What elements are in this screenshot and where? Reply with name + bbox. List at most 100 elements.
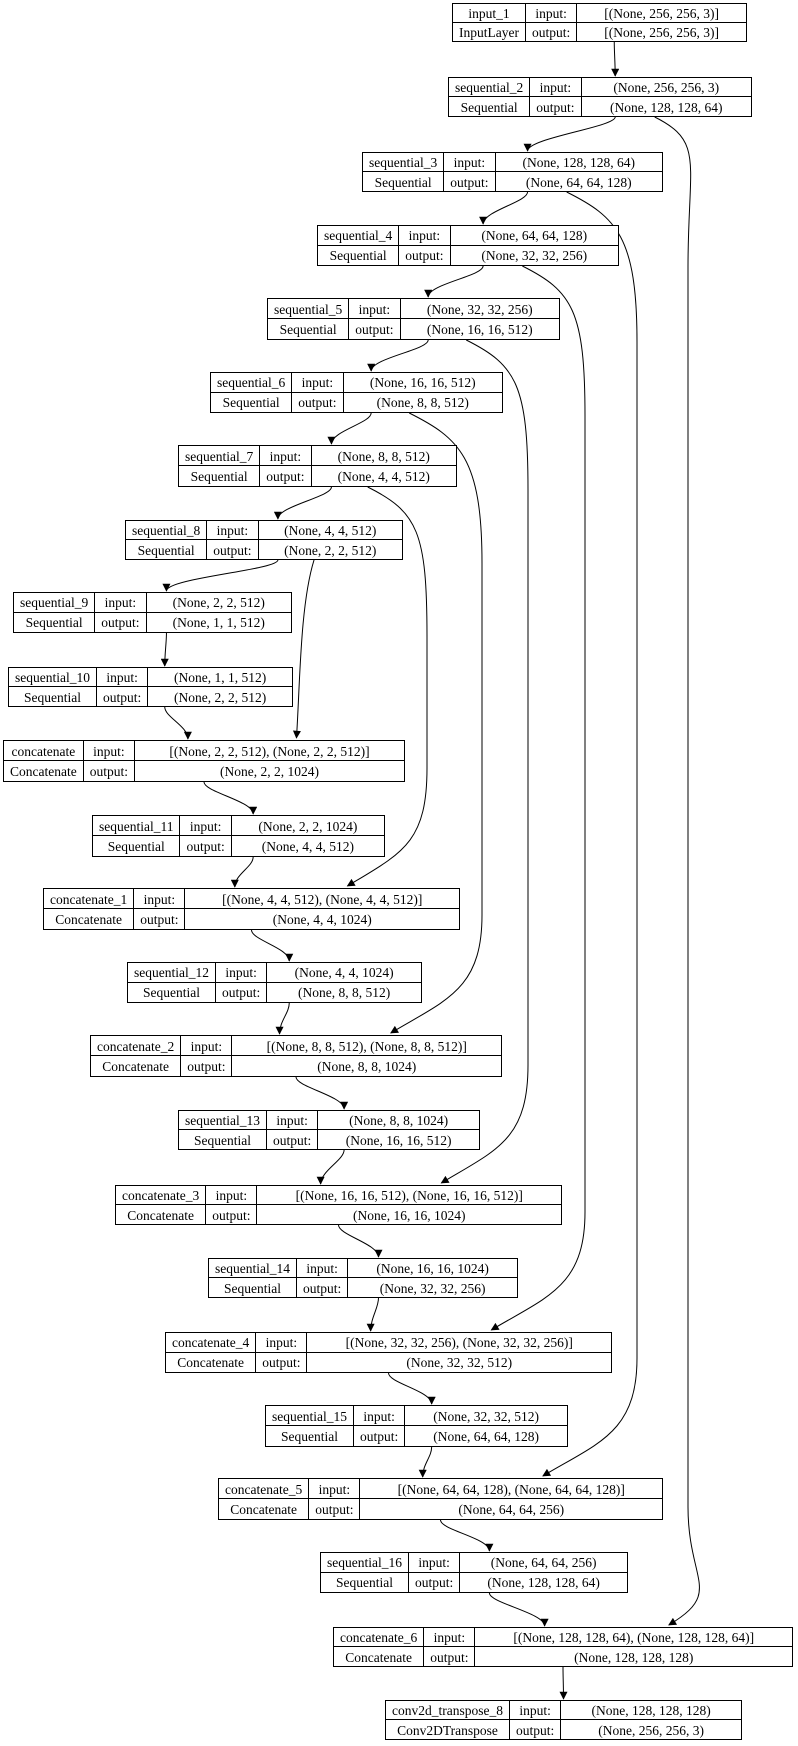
layer-name: concatenate_1 [44, 889, 135, 909]
input-label: input: [266, 1111, 319, 1130]
output-shape: (None, 4, 4, 512) [261, 839, 354, 854]
edge-sequential_6-sequential_7 [327, 412, 372, 445]
layer-name: sequential_8 [126, 521, 208, 540]
output-label: output: [260, 466, 312, 486]
output-label: output: [95, 612, 147, 632]
edge-sequential_7-sequential_8 [273, 486, 332, 520]
input-label: input: [309, 1479, 361, 1499]
output-shape: (None, 64, 64, 128) [433, 1429, 539, 1444]
input-label: input: [296, 1259, 349, 1278]
output-label: output: [267, 1130, 319, 1149]
output-label: output: [510, 1720, 562, 1739]
input-shape: [(None, 64, 64, 128), (None, 64, 64, 128… [360, 1479, 662, 1499]
layer-type: Sequential [266, 1426, 354, 1446]
input-shape: [(None, 256, 256, 3)] [577, 4, 746, 23]
input-label: input: [215, 963, 268, 983]
input-shape: [(None, 4, 4, 512), (None, 4, 4, 512)] [185, 889, 459, 909]
input-shape: (None, 8, 8, 1024) [318, 1111, 479, 1130]
edge-sequential_11-concatenate_1 [230, 856, 254, 888]
edge-sequential_5-sequential_6 [367, 339, 429, 372]
layer-type: Concatenate [44, 909, 135, 929]
input-shape: (None, 2, 2, 512) [146, 593, 291, 613]
output-shape: [(None, 256, 256, 3)] [604, 25, 719, 40]
output-shape: (None, 1, 1, 512) [172, 615, 265, 631]
layer-type: Sequential [14, 612, 96, 632]
output-shape: (None, 32, 32, 512) [406, 1355, 513, 1371]
layer-type: Sequential [318, 245, 400, 265]
edge-sequential_3-sequential_4 [479, 191, 529, 225]
output-shape: (None, 2, 2, 1024) [220, 764, 319, 779]
layer-type: Sequential [211, 392, 293, 412]
layer-name: concatenate [4, 741, 84, 761]
layer-name: sequential_15 [266, 1406, 354, 1426]
output-shape: (None, 2, 2, 512) [284, 542, 377, 558]
layer-type: Sequential [179, 1130, 267, 1149]
edge-concatenate-sequential_11 [203, 781, 258, 815]
layer-type: Sequential [363, 172, 445, 191]
input-label: input: [207, 521, 259, 540]
layer-name: sequential_4 [318, 226, 400, 246]
edge-concatenate_6-conv2d_transpose_8 [559, 1666, 568, 1700]
output-label: output: [349, 319, 401, 339]
output-label: output: [309, 1499, 361, 1519]
edge-input_1-sequential_2 [611, 41, 620, 77]
layer-name: sequential_9 [14, 593, 96, 613]
input-label: input: [83, 741, 135, 761]
input-shape: (None, 4, 4, 512) [258, 521, 402, 540]
layer-name: concatenate_5 [219, 1479, 310, 1499]
input-shape: [(None, 16, 16, 512), (None, 16, 16, 512… [257, 1186, 561, 1205]
input-label: input: [444, 153, 496, 172]
input-shape: (None, 2, 2, 1024) [231, 816, 384, 836]
input-shape: (None, 1, 1, 512) [148, 668, 292, 687]
input-shape: (None, 32, 32, 256) [400, 299, 559, 319]
edge-concatenate_4-sequential_15 [388, 1372, 436, 1405]
edge-sequential_8-concatenate [292, 559, 315, 739]
layer-type: Sequential [321, 1572, 409, 1592]
layer-type: InputLayer [453, 23, 526, 41]
output-label: output: [526, 23, 578, 41]
edge-concatenate_2-sequential_13 [295, 1076, 349, 1110]
layer-type: Sequential [9, 687, 97, 706]
layer-type: Concatenate [116, 1205, 207, 1224]
input-shape: (None, 64, 64, 128) [450, 226, 618, 246]
layer-type: Concatenate [4, 761, 84, 781]
output-shape: (None, 8, 8, 512) [298, 985, 391, 1001]
edge-sequential_8-sequential_9 [162, 559, 279, 592]
output-shape: (None, 4, 4, 512) [337, 469, 430, 484]
output-label: output: [256, 1352, 308, 1372]
output-label: output: [409, 1572, 461, 1592]
edge-sequential_9-sequential_10 [160, 632, 169, 667]
input-label: input: [353, 1406, 406, 1426]
input-label: input: [349, 299, 401, 319]
output-shape: (None, 256, 256, 3) [598, 1722, 704, 1738]
layer-type: Sequential [209, 1278, 297, 1297]
output-label: output: [399, 245, 451, 265]
edge-sequential_5-concatenate_3 [440, 339, 529, 1184]
input-shape: (None, 16, 16, 1024) [348, 1259, 517, 1278]
output-shape: (None, 2, 2, 512) [174, 689, 267, 705]
input-label: input: [134, 889, 186, 909]
edge-sequential_16-concatenate_6 [488, 1592, 549, 1627]
layer-name: concatenate_6 [334, 1628, 425, 1647]
output-label: output: [292, 392, 344, 412]
layer-name: sequential_14 [209, 1259, 297, 1278]
output-shape: (None, 8, 8, 512) [376, 395, 469, 411]
input-label: input: [180, 816, 232, 836]
output-label: output: [297, 1278, 349, 1297]
edge-concatenate_1-sequential_12 [251, 929, 294, 962]
input-label: input: [424, 1628, 476, 1647]
